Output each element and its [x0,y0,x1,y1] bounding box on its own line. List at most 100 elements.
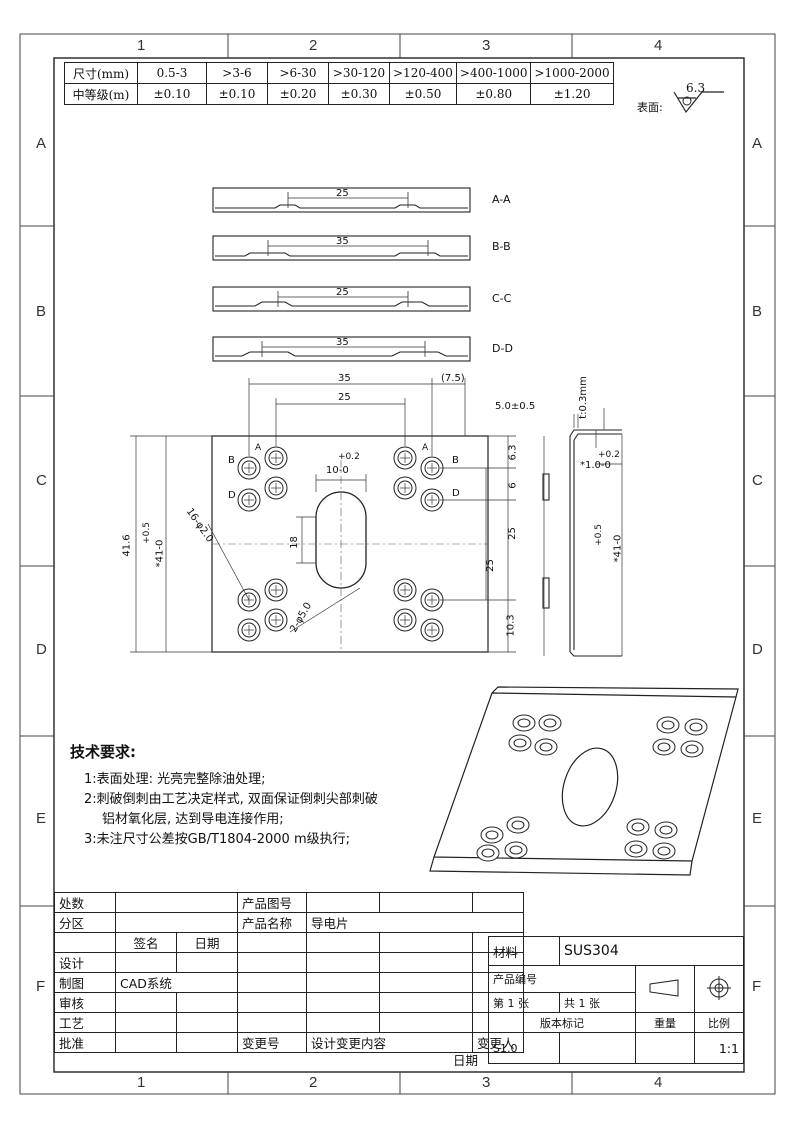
section-mark-d-left: D [228,490,236,501]
tolerance-cell: ±0.30 [328,83,390,105]
blank-cell [115,952,177,973]
dim-25-right: 25 [506,527,518,540]
fen-qu-value [115,912,238,933]
blank-cell [54,932,116,953]
blank-cell [559,1032,636,1064]
zone-right-c: C [752,472,763,489]
zone-left-b: B [36,303,47,320]
surface-roughness-icon [673,91,724,114]
chu-shu-label: 处数 [54,892,116,913]
chanpin-bianhao-label: 产品编号 [488,965,636,993]
dim-7-5: (7.5) [441,373,465,384]
surface-label: 表面: [637,101,663,114]
zone-top-3: 3 [482,37,491,54]
riqi-header: 日期 [176,932,238,953]
blank-cell [379,932,473,953]
range-cell: >1000-2000 [530,62,614,84]
dim-25-inner: 25 [484,559,496,572]
section-d-label: D-D [492,342,513,355]
section-mark-d-right: D [452,488,460,499]
blank-cell [306,952,380,973]
tolerance-cell: ±1.20 [530,83,614,105]
zone-bottom-2: 2 [309,1074,318,1091]
gongyi-label: 工艺 [54,1012,116,1033]
blank-cell [635,1032,695,1064]
banben-biaoji-label: 版本标记 [488,1012,636,1033]
section-mark-a-right: A [422,443,429,453]
zone-bottom-3: 3 [482,1074,491,1091]
zone-bottom-4: 4 [654,1074,663,1091]
biangenghao-label: 变更号 [237,1032,307,1053]
dim-35: 35 [338,373,351,384]
dim-side-1: *1.0-0 [580,460,611,471]
zone-left-c: C [36,472,47,489]
chanpin-tuhao-extra [472,892,524,913]
dim-10-3: 10.3 [505,614,517,637]
di-zhang-label: 第 1 张 [488,992,560,1013]
product-name: 导电片 [306,912,524,933]
blank-cell [237,1012,307,1033]
chanpin-mingcheng-label: 产品名称 [237,912,307,933]
blank-cell [306,932,380,953]
blank-cell [115,1032,177,1053]
tech-item: 1:表面处理: 光亮完整除油处理; [84,772,266,787]
section-c-label: C-C [492,292,512,305]
section-d-dim: 35 [336,337,349,348]
tolerance-header: 中等级(m) [64,83,138,105]
projection-icon [694,965,744,1013]
zone-left-e: E [36,810,47,827]
chanpin-tuhao-label: 产品图号 [237,892,307,913]
taper-icon [635,965,695,1013]
tech-title: 技术要求: [70,743,136,761]
dim-side-5: 5.0±0.5 [495,401,536,412]
blank-cell [237,992,307,1013]
zone-left-f: F [36,978,46,995]
dim-6: 6 [507,482,519,489]
tolerance-cell: ±0.20 [267,83,329,105]
blank-cell [306,992,380,1013]
blank-cell [306,1012,380,1033]
gong-zhang-label: 共 1 张 [559,992,636,1013]
tolerance-cell: ±0.10 [206,83,268,105]
section-mark-a-left: A [255,443,262,453]
tolerance-value-row: 中等级(m) ±0.10 ±0.10 ±0.20 ±0.30 ±0.50 ±0.… [64,83,614,105]
section-mark-b-left: B [228,455,235,466]
blank-cell [176,952,238,973]
title-block-right: 材料 SUS304 产品编号 第 1 张 共 1 张 版本标记 重量 比例 S1… [488,936,744,1064]
range-cell: >3-6 [206,62,268,84]
zone-right-d: D [752,641,763,658]
chu-shu-value [115,892,238,913]
blank-cell [237,972,307,993]
zone-left-d: D [36,641,47,658]
zone-right-b: B [752,303,763,320]
blank-cell [379,1012,473,1033]
dim-side-41: *41-0 [612,534,624,563]
scale-value: 1:1 [694,1032,744,1064]
cailiao-label: 材料 [488,936,560,966]
section-b-label: B-B [492,240,511,253]
tech-item: 铝材氧化层, 达到导电连接作用; [102,812,284,827]
chanpin-tuhao-value [379,892,473,913]
range-cell: >120-400 [389,62,457,84]
technical-requirements: 技术要求: 1:表面处理: 光亮完整除油处理; 2:刺破倒刺由工艺决定样式, 双… [70,742,378,850]
tolerance-cell: ±0.10 [137,83,207,105]
isometric-view [429,686,739,876]
version-value: S1.0 [488,1032,560,1064]
zone-top-2: 2 [309,37,318,54]
chanpin-tuhao-sep [306,892,380,913]
bili-label: 比例 [694,1012,744,1033]
tolerance-cell: ±0.50 [389,83,457,105]
zone-right-f: F [752,978,762,995]
zhitu-label: 制图 [54,972,116,993]
pizhun-label: 批准 [54,1032,116,1053]
dim-6-3: 6.3 [507,444,519,461]
dim-25: 25 [338,392,351,403]
qianming-header: 签名 [115,932,177,953]
sheji-biangeng-label: 设计变更内容 [306,1032,473,1053]
tech-item: 2:刺破倒刺由工艺决定样式, 双面保证倒刺尖部刺破 [84,792,378,807]
blank-cell [176,992,238,1013]
tolerance-range-row: 尺寸(mm) 0.5-3 >3-6 >6-30 >30-120 >120-400… [64,62,614,84]
dim-41-6: 41.6 [121,534,133,557]
section-c-dim: 25 [336,287,349,298]
